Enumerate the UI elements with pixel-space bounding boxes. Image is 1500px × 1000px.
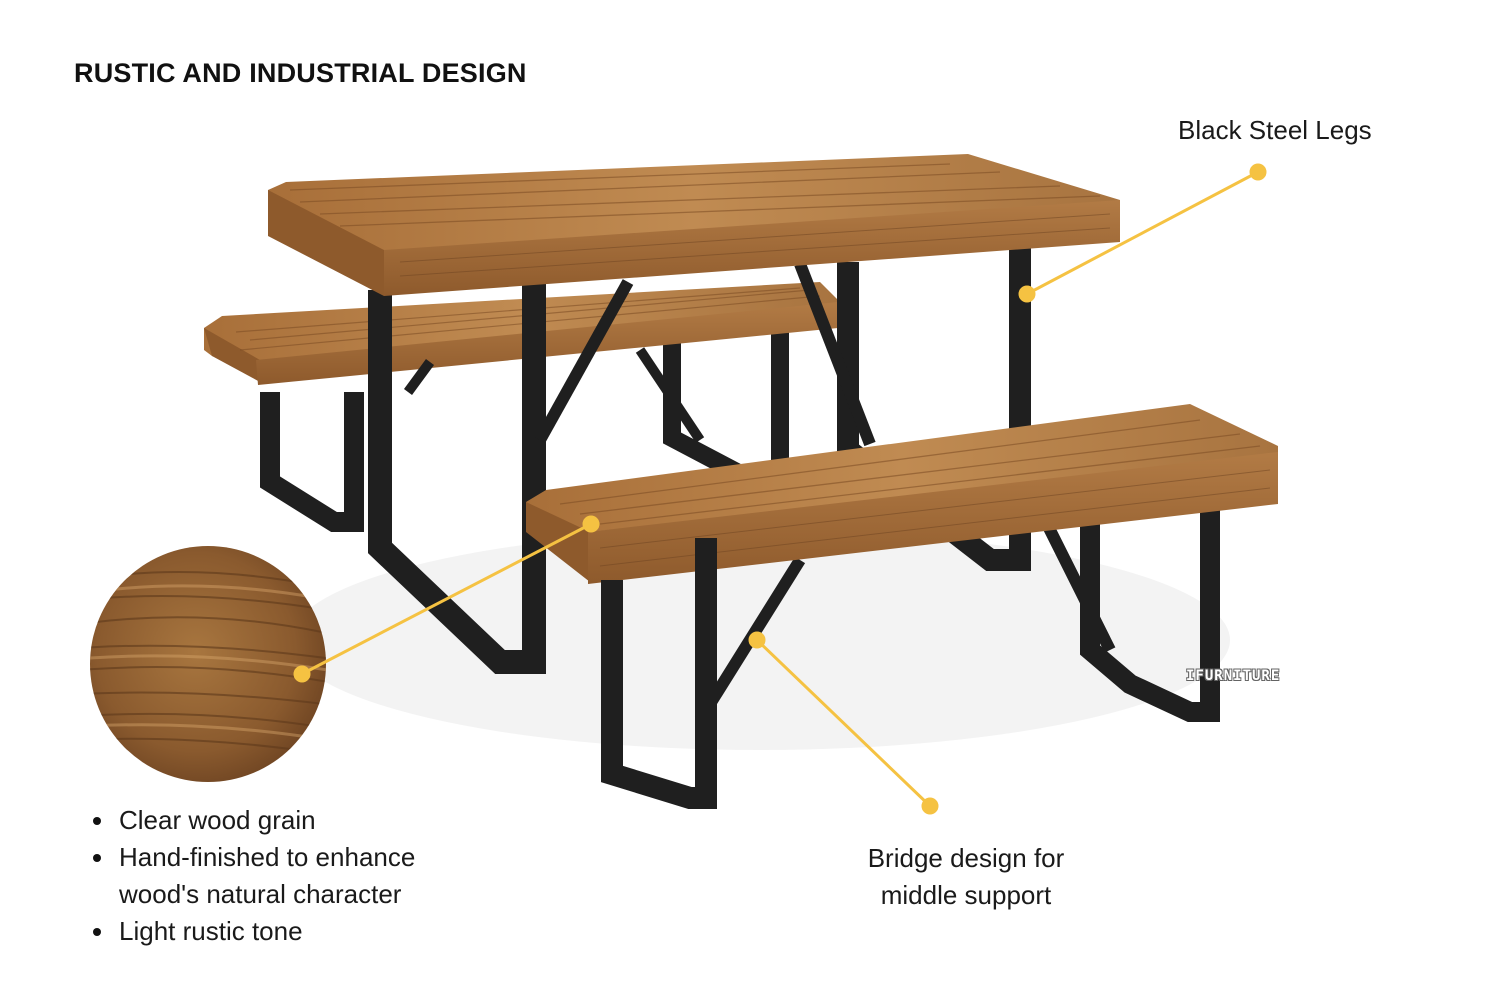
feature-text: Hand-finished to enhance wood's natural … xyxy=(119,842,416,909)
callout-bridge-line1: Bridge design for xyxy=(867,843,1065,873)
callout-bridge-label: Bridge design for middle support xyxy=(830,840,1102,914)
feature-text: Light rustic tone xyxy=(119,916,303,946)
callout-dot-grain-start xyxy=(582,515,600,533)
feature-item: Clear wood grain xyxy=(88,802,459,839)
callout-lines xyxy=(293,163,1267,815)
feature-text: Clear wood grain xyxy=(119,805,316,835)
callout-dot-legs-end xyxy=(1018,285,1036,303)
callout-dot-grain-end xyxy=(293,665,311,683)
callout-bridge-line2: middle support xyxy=(880,880,1052,910)
page-heading: RUSTIC AND INDUSTRIAL DESIGN xyxy=(74,58,527,88)
callout-dot-bridge-start xyxy=(748,631,766,649)
callout-dot-bridge-end xyxy=(921,797,939,815)
wood-grain-closeup xyxy=(90,546,326,782)
feature-item: Hand-finished to enhance wood's natural … xyxy=(88,839,459,913)
feature-list: Clear wood grain Hand-finished to enhanc… xyxy=(88,802,459,950)
callout-legs-label: Black Steel Legs xyxy=(1178,115,1372,145)
watermark-logo: IFURNITURE xyxy=(1186,668,1281,684)
callout-dot-legs-start xyxy=(1249,163,1267,181)
feature-item: Light rustic tone xyxy=(88,913,459,950)
